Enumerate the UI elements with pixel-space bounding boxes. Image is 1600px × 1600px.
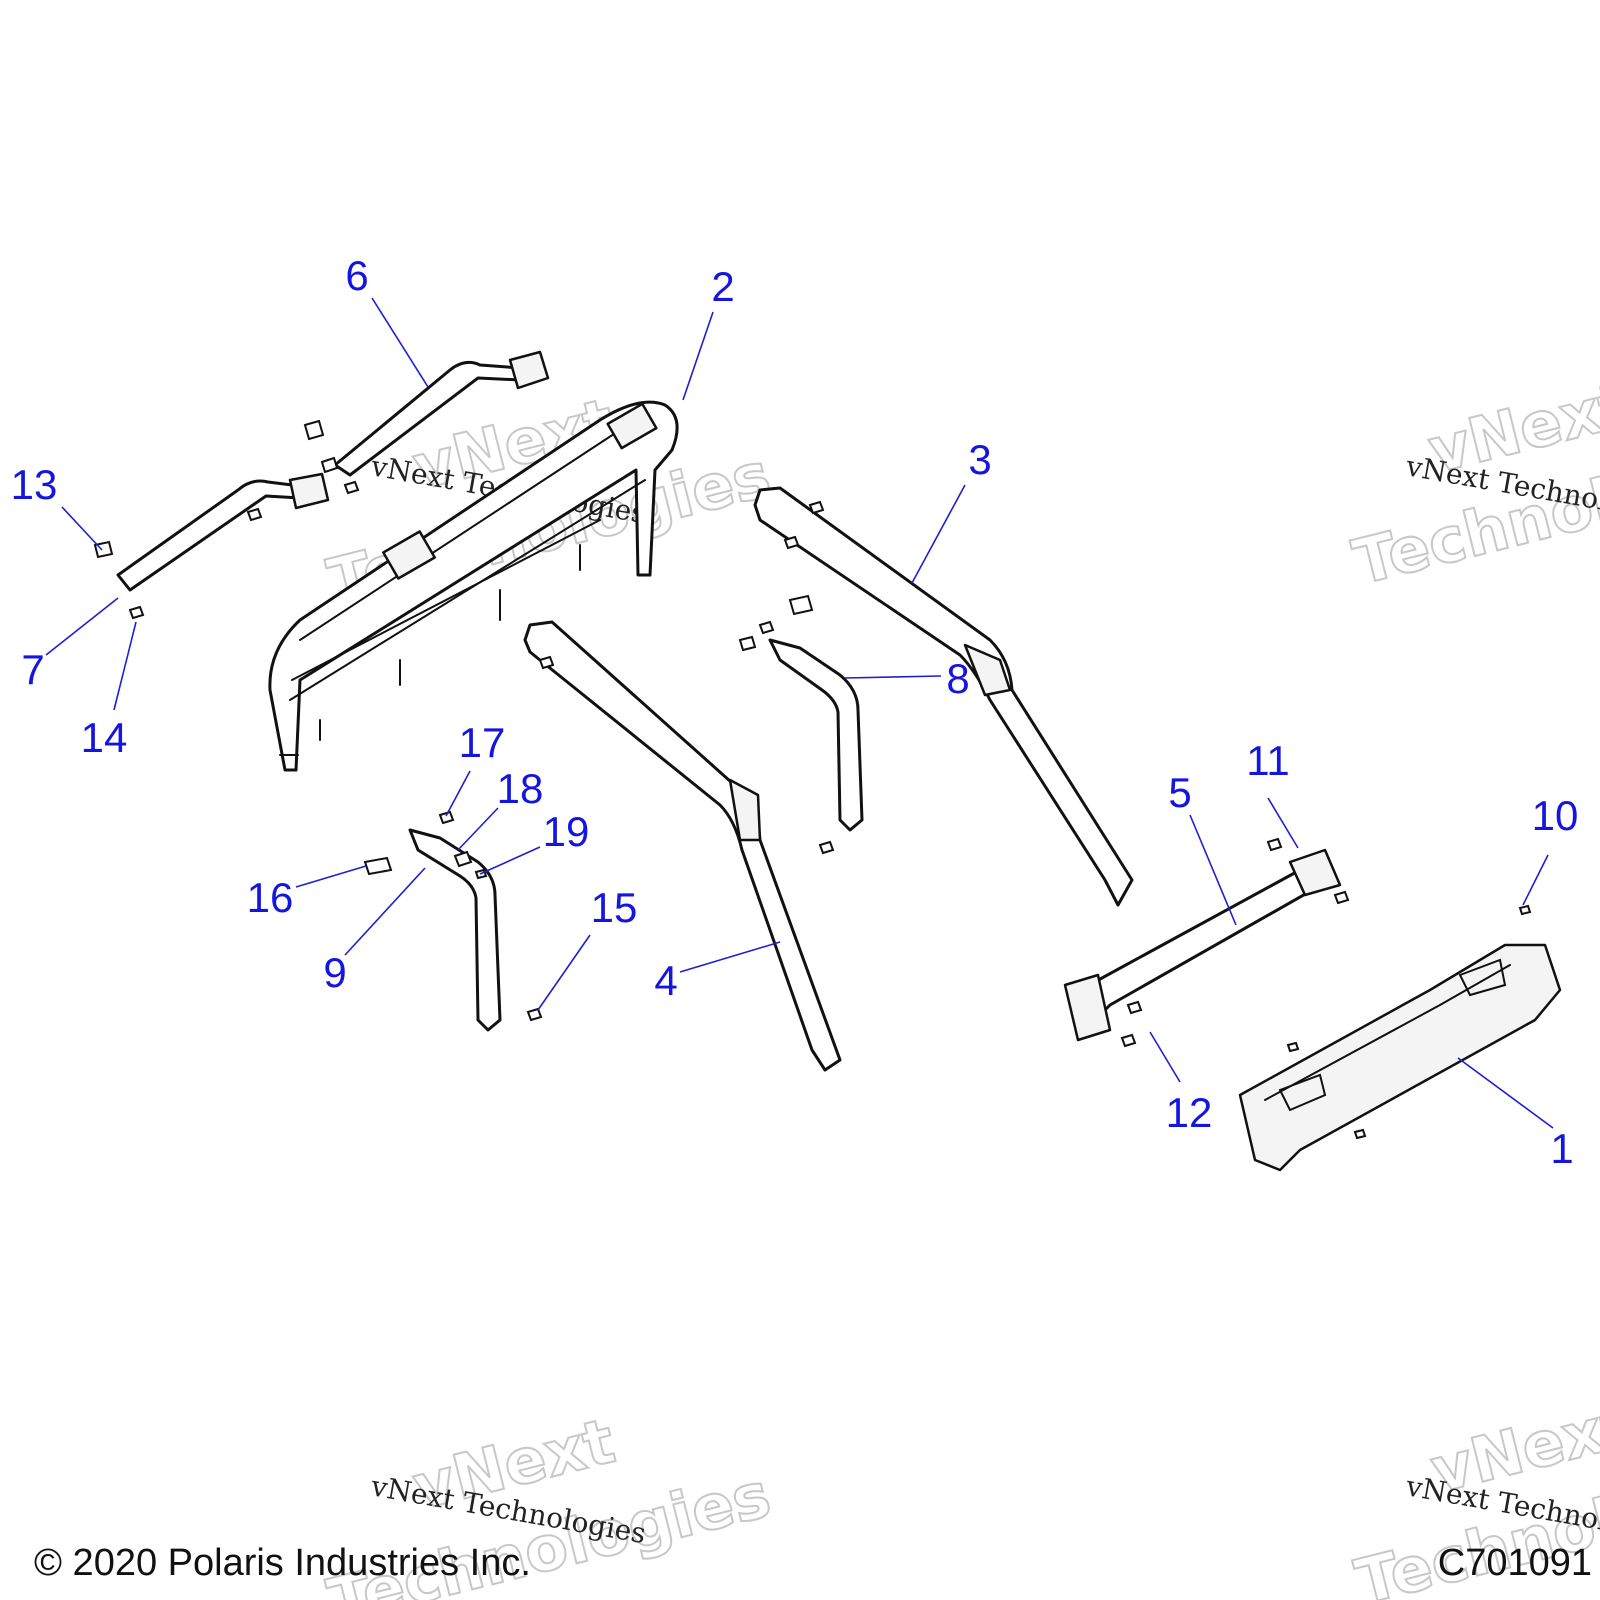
part-1-rear-panel <box>1238 904 1562 1172</box>
leader-line-18 <box>457 807 499 851</box>
leader-line-1 <box>1457 1057 1554 1129</box>
callout-9: 9 <box>323 949 346 996</box>
callout-13: 13 <box>11 461 58 508</box>
callout-11: 11 <box>1246 737 1290 784</box>
callout-6: 6 <box>345 252 368 299</box>
leader-line-11 <box>1267 797 1299 849</box>
callout-4: 4 <box>654 957 677 1004</box>
part-7-left-tube <box>93 472 360 620</box>
callout-16: 16 <box>247 874 294 921</box>
leader-line-10 <box>1522 854 1549 906</box>
callout-labels: 1 2 3 4 5 6 7 8 9 10 11 12 13 14 15 16 1… <box>11 252 1579 1172</box>
callout-18: 18 <box>497 765 544 812</box>
callout-12: 12 <box>1166 1089 1213 1136</box>
leader-line-3 <box>911 484 966 584</box>
leader-line-5 <box>1189 814 1237 926</box>
leader-line-4 <box>679 941 781 973</box>
callout-3: 3 <box>968 436 991 483</box>
callout-17: 17 <box>459 719 506 766</box>
leader-line-12 <box>1149 1031 1181 1083</box>
leader-line-15 <box>537 934 591 1011</box>
part-3-right-angled-tube <box>753 486 1134 907</box>
callout-10: 10 <box>1532 792 1579 839</box>
leader-line-8 <box>844 675 942 679</box>
callout-19: 19 <box>543 808 590 855</box>
leader-line-17 <box>445 770 471 817</box>
part-8-bent-bracket <box>738 594 864 855</box>
leader-line-9 <box>344 867 426 956</box>
callout-15: 15 <box>591 884 638 931</box>
callout-1: 1 <box>1550 1125 1573 1172</box>
callout-14: 14 <box>81 714 128 761</box>
callout-2: 2 <box>711 263 734 310</box>
callout-7: 7 <box>21 646 44 693</box>
leader-line-19 <box>479 846 541 875</box>
leader-line-16 <box>295 865 367 888</box>
figure-code: C701091 <box>1438 1542 1592 1584</box>
leader-line-2 <box>682 311 714 401</box>
copyright-notice: © 2020 Polaris Industries Inc. <box>34 1542 531 1584</box>
part-6-upper-tube <box>303 350 550 477</box>
leader-line-6 <box>371 297 429 388</box>
footer: © 2020 Polaris Industries Inc. C701091 <box>34 1542 1592 1584</box>
part-4-center-angled-tube <box>523 620 842 1072</box>
callout-5: 5 <box>1168 769 1191 816</box>
part-9-bent-bracket <box>363 810 543 1032</box>
parts-line-art <box>93 350 1562 1172</box>
leader-line-7 <box>45 597 119 656</box>
leader-line-14 <box>113 621 137 711</box>
part-5-cross-bar <box>1063 837 1350 1048</box>
leader-line-13 <box>61 506 103 551</box>
callout-8: 8 <box>946 655 969 702</box>
leader-lines <box>45 297 1554 1129</box>
part-2-rear-cage-hoop <box>268 400 679 772</box>
